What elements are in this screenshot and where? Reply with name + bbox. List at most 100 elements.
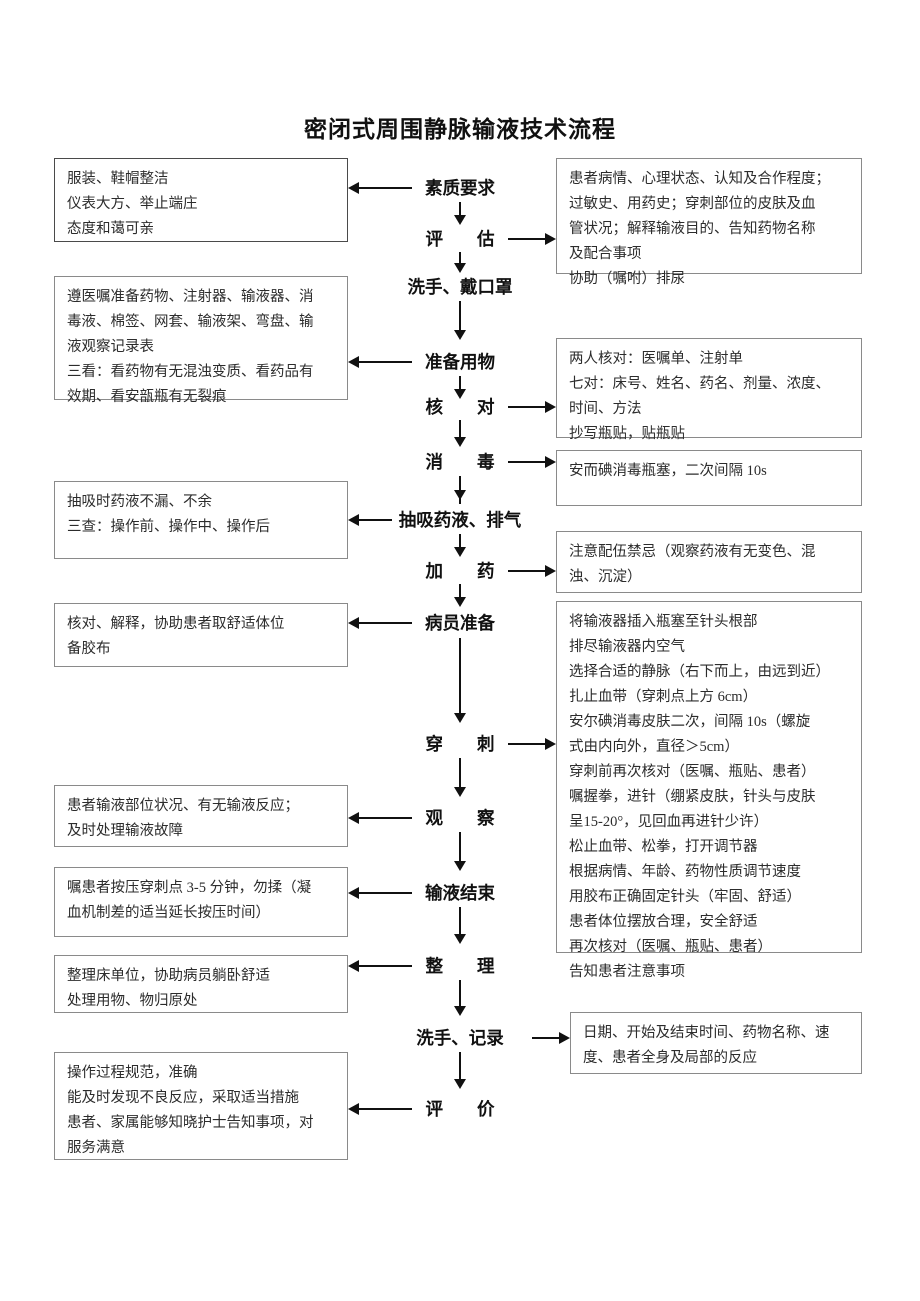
connector-vline (459, 252, 461, 266)
stage-zhunbeiyongwu: 准备用物 (400, 349, 520, 375)
box-line: 再次核对（医嘱、瓶贴、患者） (569, 939, 772, 955)
stage-label-2: 刺 (477, 734, 495, 754)
connector-arrow-down (454, 1079, 466, 1089)
connector-hline-left (359, 361, 412, 363)
left-box-chouxiyaoye: 抽吸时药液不漏、不余 三查：操作前、操作中、操作后 (54, 481, 348, 559)
box-line: 整理床单位，协助病员躺卧舒适 (67, 968, 270, 984)
box-line: 日期、开始及结束时间、药物名称、速 (583, 1025, 830, 1041)
box-line: 浊、沉淀） (569, 569, 642, 585)
connector-vline (459, 907, 461, 937)
box-line: 能及时发现不良反应，采取适当措施 (67, 1090, 299, 1106)
connector-vline (459, 202, 461, 218)
connector-vline (459, 420, 461, 440)
box-line: 三看：看药物有无混浊变质、看药品有 (67, 364, 314, 380)
connector-arrow-down (454, 547, 466, 557)
box-line: 时间、方法 (569, 401, 642, 417)
box-line: 三查：操作前、操作中、操作后 (67, 519, 270, 535)
stage-jiayao: 加药 (400, 558, 520, 584)
left-box-guancha: 患者输液部位状况、有无输液反应； 及时处理输液故障 (54, 785, 348, 847)
box-line: 呈15-20°，见回血再进针少许） (569, 814, 769, 830)
box-line: 及时处理输液故障 (67, 823, 183, 839)
stage-label: 穿 (425, 734, 444, 754)
connector-hline-left (359, 622, 412, 624)
connector-arrow-down (454, 490, 466, 500)
stage-label: 核 (425, 397, 444, 417)
box-line: 及配合事项 (569, 246, 642, 262)
box-line: 患者、家属能够知晓护士告知事项，对 (67, 1115, 314, 1131)
box-line: 将输液器插入瓶塞至针头根部 (569, 614, 758, 630)
stage-hedui: 核对 (400, 394, 520, 420)
page-title: 密闭式周围静脉输液技术流程 (304, 116, 616, 142)
connector-hline-left (359, 519, 392, 521)
stage-label: 加 (425, 561, 444, 581)
box-line: 穿刺前再次核对（医嘱、瓶贴、患者） (569, 764, 816, 780)
connector-arrow-right (545, 456, 556, 468)
stage-label: 输液结束 (425, 883, 495, 903)
stage-shuyejieshu: 输液结束 (400, 880, 520, 906)
right-box-pinggu: 患者病情、心理状态、认知及合作程度； 过敏史、用药史；穿刺部位的皮肤及血 管状况… (556, 158, 862, 287)
box-line: 式由内向外，直径＞5cm） (569, 739, 739, 755)
stage-bingyuanzhunbei: 病员准备 (400, 610, 520, 636)
stage-label-2: 价 (477, 1099, 495, 1119)
connector-vline (459, 534, 461, 550)
connector-hline-right (508, 461, 546, 463)
connector-arrow-right (545, 565, 556, 577)
left-box-suzhi: 服装、鞋帽整洁 仪表大方、举止端庄 态度和蔼可亲 (54, 158, 348, 242)
right-box-xishoujilu: 日期、开始及结束时间、药物名称、速 度、患者全身及局部的反应 (570, 1012, 862, 1074)
connector-arrow-down (454, 597, 466, 607)
connector-arrow-down (454, 215, 466, 225)
connector-arrow-down (454, 263, 466, 273)
box-line: 效期、看安瓿瓶有无裂痕 (67, 389, 227, 405)
connector-hline-left (359, 965, 412, 967)
stage-xishoudaikouzhao: 洗手、戴口罩 (385, 274, 535, 300)
box-line: 松止血带、松拳，打开调节器 (569, 839, 758, 855)
connector-arrow-left (348, 617, 359, 629)
box-line: 遵医嘱准备药物、注射器、输液器、消 (67, 289, 314, 305)
left-box-pingjia: 操作过程规范，准确 能及时发现不良反应，采取适当措施 患者、家属能够知晓护士告知… (54, 1052, 348, 1160)
stage-label: 抽吸药液、排气 (398, 510, 522, 530)
box-line: 嘱握拳，进针（绷紧皮肤，针头与皮肤 (569, 789, 816, 805)
connector-hline-right (508, 238, 546, 240)
box-line: 过敏史、用药史；穿刺部位的皮肤及血 (569, 196, 816, 212)
box-line: 扎止血带（穿刺点上方 6cm） (569, 689, 758, 705)
connector-arrow-right (559, 1032, 570, 1044)
connector-hline-left (359, 187, 412, 189)
box-line: 用胶布正确固定针头（牢固、舒适） (569, 889, 801, 905)
box-line: 仪表大方、举止端庄 (67, 196, 198, 212)
box-line: 毒液、棉签、网套、输液架、弯盘、输 (67, 314, 314, 330)
box-line: 患者病情、心理状态、认知及合作程度； (569, 171, 830, 187)
box-line: 患者体位摆放合理，安全舒适 (569, 914, 758, 930)
stage-suzhiyaoqiu: 素质要求 (400, 175, 520, 201)
connector-hline-left (359, 817, 412, 819)
connector-vline (459, 758, 461, 790)
box-line: 液观察记录表 (67, 339, 154, 355)
box-line: 抄写瓶贴，贴瓶贴 (569, 426, 685, 442)
box-line: 注意配伍禁忌（观察药液有无变色、混 (569, 544, 816, 560)
stage-label-2: 毒 (477, 452, 495, 472)
connector-arrow-down (454, 389, 466, 399)
connector-hline-right (508, 406, 546, 408)
box-line: 根据病情、年龄、药物性质调节速度 (569, 864, 801, 880)
connector-arrow-down (454, 330, 466, 340)
connector-vline (459, 376, 461, 392)
box-line: 度、患者全身及局部的反应 (583, 1050, 757, 1066)
box-line: 服装、鞋帽整洁 (67, 171, 169, 187)
left-box-shuyejieshu: 嘱患者按压穿刺点 3-5 分钟，勿揉（凝 血机制差的适当延长按压时间） (54, 867, 348, 937)
box-line: 血机制差的适当延长按压时间） (67, 905, 270, 921)
stage-chouxipaiqi: 抽吸药液、排气 (380, 507, 540, 533)
connector-arrow-left (348, 514, 359, 526)
connector-arrow-left (348, 356, 359, 368)
box-line: 安而碘消毒瓶塞，二次间隔 10s (569, 463, 767, 479)
stage-label: 洗手、戴口罩 (407, 277, 513, 297)
box-line: 态度和蔼可亲 (67, 221, 154, 237)
connector-hline-right (508, 743, 546, 745)
left-box-zhunbeiyongwu: 遵医嘱准备药物、注射器、输液器、消 毒液、棉签、网套、输液架、弯盘、输 液观察记… (54, 276, 348, 405)
stage-label-2: 药 (477, 561, 495, 581)
box-line: 七对：床号、姓名、药名、剂量、浓度、 (569, 376, 830, 392)
connector-arrow-right (545, 401, 556, 413)
stage-label: 评 (425, 1099, 444, 1119)
connector-vline (459, 301, 461, 333)
stage-label: 素质要求 (425, 178, 495, 198)
right-box-chuanci: 将输液器插入瓶塞至针头根部 排尽输液器内空气 选择合适的静脉（右下而上，由远到近… (556, 601, 862, 980)
connector-arrow-left (348, 1103, 359, 1115)
